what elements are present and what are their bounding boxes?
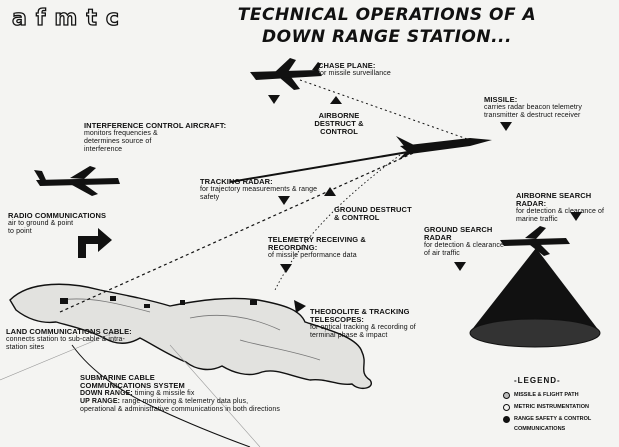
- telemetry-arrow-icon: [280, 264, 292, 273]
- search-radar-footprint: [469, 318, 601, 348]
- theodolite-label: THEODOLITE & TRACKING TELESCOPES: for op…: [310, 307, 416, 340]
- station-structures-icon: [60, 296, 257, 308]
- chase-plane-link: [299, 79, 471, 141]
- interference-aircraft-icon: [34, 166, 120, 196]
- ground-destruct-arrow-icon: [324, 187, 336, 196]
- tracking-radar-arrow-icon: [278, 196, 290, 205]
- radio-arrow-icon: [78, 228, 112, 258]
- missile-icon: [400, 138, 492, 154]
- interference-aircraft-label: INTERFERENCE CONTROL AIRCRAFT: monitors …: [84, 121, 227, 154]
- missile-arrow-icon: [500, 122, 512, 131]
- submarine-cable-label: SUBMARINE CABLE COMMUNICATIONS SYSTEM DO…: [80, 373, 280, 414]
- afmtc-logo: afmtc: [11, 5, 128, 31]
- tracking-radar-label: TRACKING RADAR: for trajectory measureme…: [200, 177, 318, 202]
- legend-item-metric: METRIC INSTRUMENTATION: [503, 404, 589, 411]
- legend-swatch-icon: [503, 392, 510, 399]
- legend-swatch-icon: [503, 416, 510, 423]
- search-aircraft-arrow-icon: [570, 212, 582, 221]
- title-line-1: TECHNICAL OPERATIONS OF A: [237, 5, 537, 25]
- legend-swatch-icon: [503, 404, 510, 411]
- legend-item-flight-path: MISSILE & FLIGHT PATH: [503, 392, 579, 399]
- radio-communications-label: RADIO COMMUNICATIONS air to ground & poi…: [8, 211, 107, 236]
- ground-destruct-label: GROUND DESTRUCT & CONTROL: [334, 205, 412, 222]
- airborne-search-label: AIRBORNE SEARCH RADAR: for detection & c…: [516, 191, 605, 224]
- tracking-radar-link: [274, 154, 401, 291]
- ground-search-arrow-icon: [454, 262, 466, 271]
- submarine-cable-line: [71, 344, 251, 447]
- ground-search-label: GROUND SEARCH RADAR for detection & clea…: [424, 225, 504, 258]
- up-range-line: UP RANGE: range monitoring & telemetry d…: [80, 398, 280, 413]
- sea-grid-line: [0, 329, 261, 447]
- down-range-line: DOWN RANGE: timing & missile fix: [80, 390, 195, 397]
- page-title: TECHNICAL OPERATIONS OF A DOWN RANGE STA…: [222, 4, 552, 48]
- search-aircraft-icon: [500, 226, 570, 256]
- island-terrain: [9, 283, 372, 390]
- missile-trail: [229, 149, 421, 183]
- land-communications-label: LAND COMMUNICATIONS CABLE: connects stat…: [6, 327, 132, 352]
- legend-item-range-safety: RANGE SAFETY & CONTROL COMMUNICATIONS: [503, 416, 591, 433]
- title-line-2: DOWN RANGE STATION...: [262, 27, 512, 47]
- missile-fins-icon: [396, 136, 416, 160]
- chase-plane-arrow-icon: [268, 95, 280, 104]
- telemetry-label: TELEMETRY RECEIVING & RECORDING: of miss…: [268, 235, 366, 260]
- chase-plane-label: CHASE PLANE: for missile surveillance: [318, 61, 391, 78]
- missile-label: MISSILE: carries radar beacon telemetry …: [484, 95, 582, 120]
- theodolite-arrow-icon: [294, 300, 306, 313]
- airborne-destruct-arrow-icon: [330, 96, 342, 104]
- island-relief: [59, 298, 321, 361]
- airborne-destruct-label: AIRBORNE DESTRUCT & CONTROL: [314, 111, 364, 136]
- chase-plane-icon: [250, 58, 322, 90]
- legend-title: -LEGEND-: [514, 376, 561, 385]
